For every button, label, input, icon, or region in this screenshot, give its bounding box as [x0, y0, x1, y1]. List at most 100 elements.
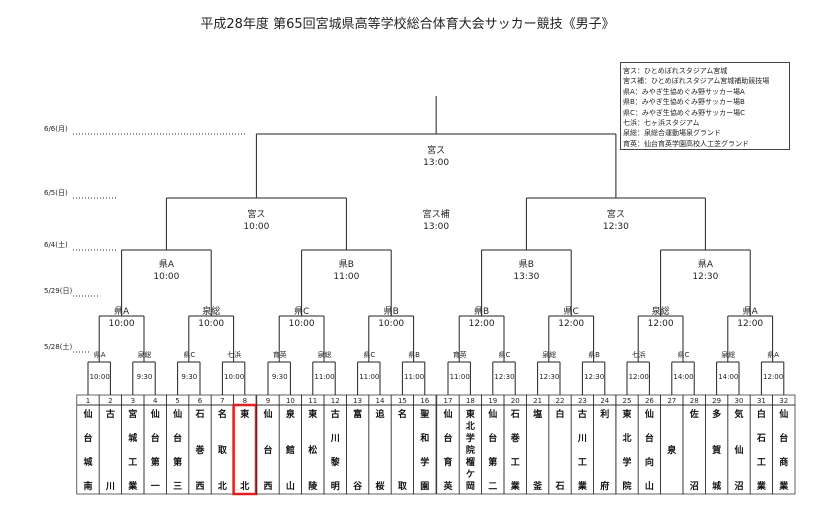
- match-venue: 泉総: [542, 350, 556, 359]
- team-name-char: 仙: [83, 408, 92, 420]
- team-name-char: 明: [331, 481, 340, 492]
- team-name-char: 学: [466, 432, 475, 444]
- team-number: 24: [600, 397, 609, 405]
- match-time: 12:00: [629, 373, 649, 381]
- team-name-char: 泉: [285, 408, 296, 420]
- legend-item: 育英：仙台育英学園高校人工芝グランド: [623, 139, 749, 148]
- team-name-char: 塩: [533, 408, 542, 420]
- date-label: 6/4(土): [44, 240, 68, 249]
- team-name-char: 院: [466, 444, 475, 456]
- team-name-char: 山: [286, 480, 295, 492]
- match-time: 11:00: [314, 373, 334, 381]
- team-name-char: 二: [488, 482, 497, 492]
- match-time: 10:00: [224, 373, 244, 381]
- legend-item: 県C：みやぎ生協めぐみ野サッカー場C: [623, 108, 745, 117]
- team-name-char: 石: [510, 409, 520, 420]
- team-number: 31: [757, 397, 766, 405]
- team-name-char: 城: [712, 480, 721, 492]
- match-venue: 七浜: [227, 350, 241, 359]
- match-time: 12:00: [737, 319, 763, 329]
- team-name-char: 多: [712, 408, 721, 420]
- team-name-char: 府: [600, 480, 609, 492]
- team-name-char: 取: [398, 481, 408, 492]
- team-name-char: 工: [128, 457, 137, 468]
- legend-item: 県B：みやぎ生協めぐみ野サッカー場B: [623, 98, 745, 107]
- team-name-char: 利: [599, 408, 609, 420]
- match-venue: 県A: [743, 306, 759, 317]
- team-number: 16: [420, 397, 429, 405]
- team-number: 11: [308, 397, 317, 405]
- team-name-char: 泉: [666, 444, 677, 456]
- match-venue: 宮ス: [247, 208, 265, 220]
- match-time: 11:00: [333, 272, 359, 282]
- match-time: 9:30: [181, 373, 197, 381]
- match-venue: 泉総: [721, 350, 735, 359]
- team-name-char: 英: [442, 480, 453, 492]
- match-venue: 県C: [294, 306, 309, 317]
- legend-item: 七浜：七ヶ浜スタジアム: [623, 119, 700, 128]
- final-time: 13:00: [423, 158, 449, 168]
- legend-item: 宮ス：ひとめぼれスタジアム宮城: [623, 67, 728, 75]
- team-name-char: 古: [578, 408, 587, 420]
- team-number: 14: [376, 397, 385, 405]
- team-name-char: 台: [263, 444, 272, 456]
- match-venue: 育英: [453, 350, 467, 359]
- team-number: 27: [667, 397, 676, 405]
- third-place-venue: 宮ス補: [423, 208, 450, 220]
- team-name-char: 仙: [443, 408, 452, 420]
- team-name-char: 仙: [263, 408, 272, 420]
- match-time: 12:30: [603, 222, 629, 232]
- match-venue: 泉総: [138, 350, 152, 359]
- team-name-char: 一: [151, 482, 160, 492]
- team-name-char: 北: [622, 432, 631, 444]
- match-time: 10:00: [289, 319, 315, 329]
- team-number: 20: [511, 397, 520, 405]
- team-name-char: 南: [83, 480, 92, 492]
- match-venue: 県B: [519, 259, 534, 270]
- team-number: 23: [578, 397, 587, 405]
- match-venue: 育英: [273, 350, 287, 359]
- team-name-char: 台: [83, 432, 92, 444]
- team-name-char: 富: [353, 408, 362, 420]
- team-name-char: 白: [555, 408, 564, 420]
- team-box: [772, 404, 796, 495]
- match-time: 12:00: [648, 319, 674, 329]
- match-time: 9:30: [272, 373, 288, 381]
- legend-item: 県A：みやぎ生協めぐみ野サッカー場A: [623, 87, 745, 96]
- match-time: 14:00: [718, 373, 738, 381]
- team-name-char: 東: [466, 408, 475, 420]
- match-venue: 宮ス: [607, 208, 625, 220]
- team-name-char: 仙: [173, 408, 182, 420]
- team-number: 18: [466, 397, 475, 405]
- match-time: 14:00: [673, 373, 693, 381]
- match-time: 9:30: [137, 373, 153, 381]
- match-time: 12:00: [469, 319, 495, 329]
- team-name-char: 黎: [330, 456, 340, 468]
- match-venue: 県C: [678, 351, 690, 359]
- team-number: 1: [86, 397, 90, 405]
- team-name-char: 岡: [466, 481, 475, 492]
- team-name-char: 和: [419, 432, 429, 444]
- team-name-char: 陵: [308, 480, 318, 492]
- team-name-char: 桜: [375, 480, 384, 492]
- match-time: 10:00: [243, 222, 269, 232]
- match-time: 11:00: [404, 373, 424, 381]
- team-name-char: 松: [308, 444, 317, 456]
- match-time: 12:00: [763, 373, 783, 381]
- team-name-char: 台: [779, 432, 788, 444]
- match-time: 13:30: [513, 272, 539, 282]
- team-name-char: 業: [756, 480, 767, 492]
- match-time: 12:30: [584, 373, 604, 381]
- team-name-char: 谷: [353, 480, 363, 492]
- match-venue: 七浜: [632, 350, 646, 359]
- team-name-char: ケ: [466, 469, 475, 480]
- team-name-char: 仙: [488, 408, 497, 420]
- team-name-char: 仙: [645, 408, 654, 420]
- match-venue: 県C: [183, 351, 195, 359]
- team-name-char: 沼: [734, 480, 743, 492]
- match-venue: 県A: [114, 306, 130, 317]
- match-time: 12:30: [494, 373, 514, 381]
- team-name-char: 台: [173, 432, 182, 444]
- team-name-char: 石: [554, 481, 564, 492]
